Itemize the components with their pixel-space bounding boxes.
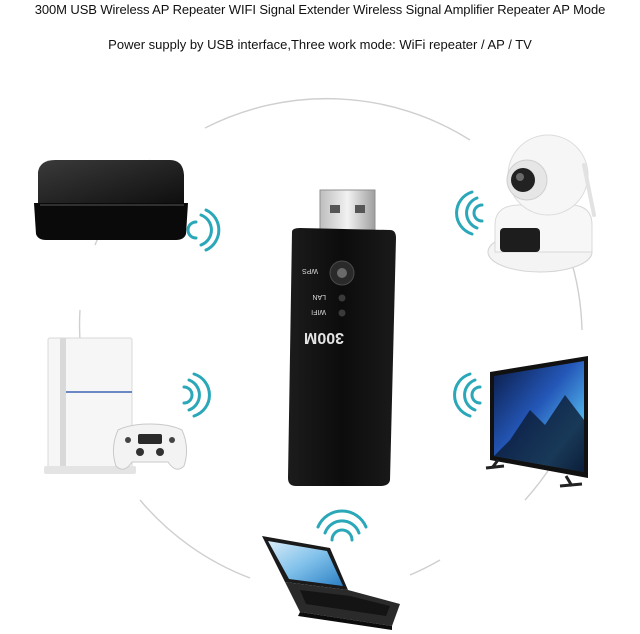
- wifi-waves-icon: [455, 190, 484, 236]
- page-title: 300M USB Wireless AP Repeater WIFI Signa…: [34, 2, 606, 17]
- usb-repeater-dongle: WPS LAN WIFI 300M: [288, 189, 396, 486]
- laptop-image: [262, 536, 400, 630]
- set-top-box-image: [34, 160, 188, 240]
- wifi-waves-icon: [186, 208, 221, 252]
- page-subtitle: Power supply by USB interface,Three work…: [108, 37, 532, 52]
- wifi-waves-icon: [453, 372, 482, 418]
- ip-camera-image: [487, 134, 596, 273]
- wifi-label: WIFI: [311, 308, 326, 315]
- model-label: 300M: [304, 329, 344, 346]
- lan-label: LAN: [312, 293, 326, 300]
- game-console-image: [44, 337, 188, 474]
- wps-label: WPS: [302, 267, 318, 274]
- smart-tv-image: [485, 356, 588, 488]
- wifi-waves-icon: [182, 372, 211, 418]
- wifi-waves-icon: [316, 509, 368, 542]
